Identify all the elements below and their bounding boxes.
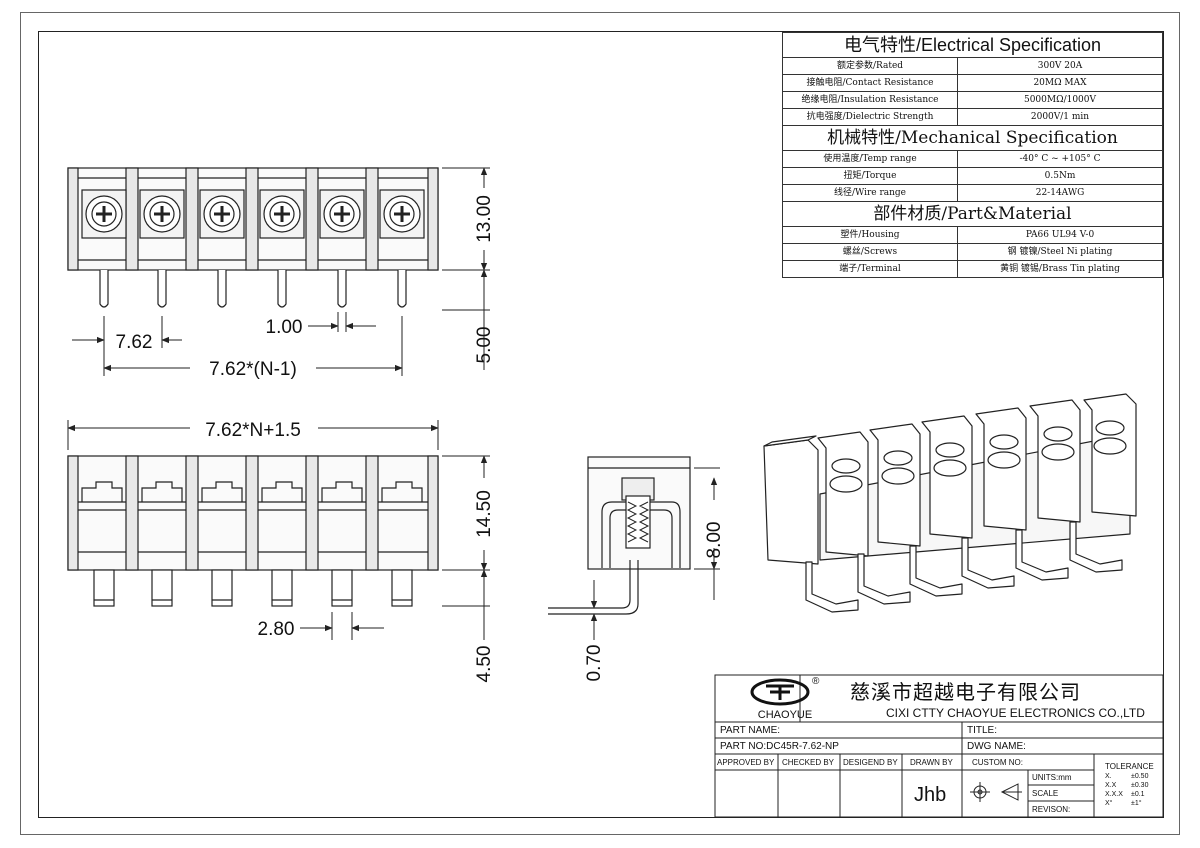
isometric-pins: [805, 521, 1123, 613]
designed-by-label: DESIGEND BY: [843, 758, 898, 767]
tolerance-value: ±0.30: [1131, 782, 1149, 789]
title-label: TITLE:: [967, 725, 998, 736]
material-spec-heading: 部件材质/Part&Material: [782, 201, 1163, 227]
revision-label: REVISON:: [1032, 805, 1071, 814]
tolerance-list: X. ±0.50 X.X ±0.30 X.X.X ±0.1 X° ±1°: [1105, 772, 1161, 808]
front-view-screw-heads: [81, 481, 423, 502]
tolerance-row: X° ±1°: [1105, 799, 1161, 808]
dim-pin-length: 5.00: [474, 327, 495, 364]
dim-front-height: 14.50: [474, 490, 495, 538]
dim-overall-width: 7.62*N+1.5: [205, 420, 301, 441]
part-name-label: PART NAME:: [720, 725, 781, 736]
top-view-pins: [99, 270, 407, 308]
logo-registered-mark: ®: [812, 676, 820, 687]
mechanical-spec-heading: 机械特性/Mechanical Specification: [782, 125, 1163, 151]
spec-value: 黄铜 镀锡/Brass Tin plating: [957, 260, 1163, 278]
tolerance-value: ±0.1: [1131, 791, 1145, 798]
scale-label: SCALE: [1032, 789, 1059, 798]
company-logo: [750, 678, 810, 706]
dim-pin-width: 1.00: [266, 317, 303, 338]
isometric-view: [763, 393, 1137, 613]
tolerance-value: ±1°: [1131, 800, 1142, 807]
part-no-label: PART NO:DC45R-7.62-NP: [720, 741, 839, 752]
tolerance-row: X.X.X ±0.1: [1105, 790, 1161, 799]
dim-side-thickness: 0.70: [584, 645, 605, 682]
drawn-by-label: DRAWN BY: [910, 758, 953, 767]
dim-side-height: 8.00: [704, 522, 725, 559]
drawn-by-value: Jhb: [914, 784, 947, 806]
dim-span: 7.62*(N-1): [209, 359, 297, 380]
logo-text: CHAOYUE: [758, 709, 812, 721]
units-label: UNITS:mm: [1032, 773, 1072, 782]
dim-pin-gap: 2.80: [258, 619, 295, 640]
dim-pitch: 7.62: [116, 332, 153, 353]
dwg-name-label: DWG NAME:: [967, 741, 1026, 752]
company-name-cn: 慈溪市超越电子有限公司: [850, 680, 1081, 704]
tolerance-value: ±0.50: [1131, 773, 1149, 780]
projection-symbol-icon: [970, 782, 1022, 802]
tolerance-title: TOLERANCE: [1105, 762, 1154, 771]
front-view: [67, 455, 439, 607]
side-view: [548, 456, 691, 615]
specification-table: 电气特性/Electrical Specification 额定参数/Rated…: [782, 32, 1163, 278]
spec-label: 端子/Terminal: [782, 260, 958, 278]
custom-no-label: CUSTOM NO:: [972, 758, 1023, 767]
tolerance-row: X. ±0.50: [1105, 772, 1161, 781]
tolerance-key: X°: [1105, 800, 1113, 807]
isometric-screws: [829, 420, 1127, 493]
drawing-border: [38, 31, 1164, 818]
top-view: [67, 167, 439, 308]
dim-front-pin: 4.50: [474, 646, 495, 683]
electrical-spec-heading: 电气特性/Electrical Specification: [782, 32, 1163, 58]
tolerance-key: X.: [1105, 773, 1112, 780]
title-block-grid: [714, 674, 1164, 818]
outer-border: [20, 12, 1180, 835]
approved-by-label: APPROVED BY: [717, 758, 775, 767]
tolerance-row: X.X ±0.30: [1105, 781, 1161, 790]
front-view-pins: [93, 569, 413, 607]
tolerance-key: X.X.X: [1105, 791, 1123, 798]
checked-by-label: CHECKED BY: [782, 758, 835, 767]
tolerance-key: X.X: [1105, 782, 1117, 789]
top-view-screws: [81, 189, 425, 239]
company-name-en: CIXI CTTY CHAOYUE ELECTRONICS CO.,LTD: [886, 706, 1145, 720]
dim-top-height: 13.00: [474, 195, 495, 243]
